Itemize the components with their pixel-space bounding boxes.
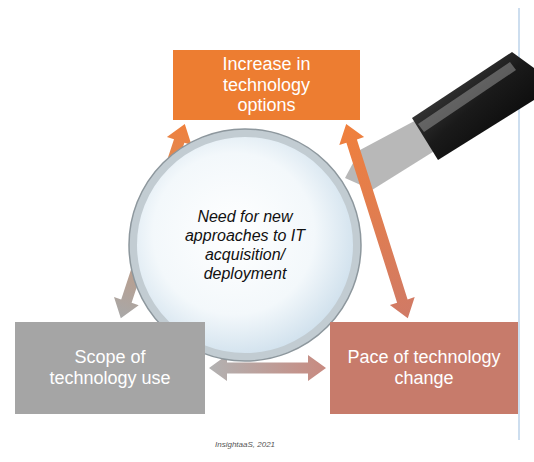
process-box: Pace of technology change [330, 322, 518, 414]
handle-highlight [418, 62, 516, 132]
lens-caption: Need for new approaches to IT acquisitio… [175, 207, 315, 284]
box-label: Increase in technology options [201, 54, 332, 116]
magnifier-handle [412, 52, 534, 160]
box-label: Scope of technology use [33, 347, 187, 388]
process-box: Increase in technology options [173, 50, 360, 120]
source-note: InsightaaS, 2021 [215, 440, 275, 449]
process-box: Scope of technology use [15, 322, 205, 414]
box-label: Pace of technology change [336, 347, 512, 388]
